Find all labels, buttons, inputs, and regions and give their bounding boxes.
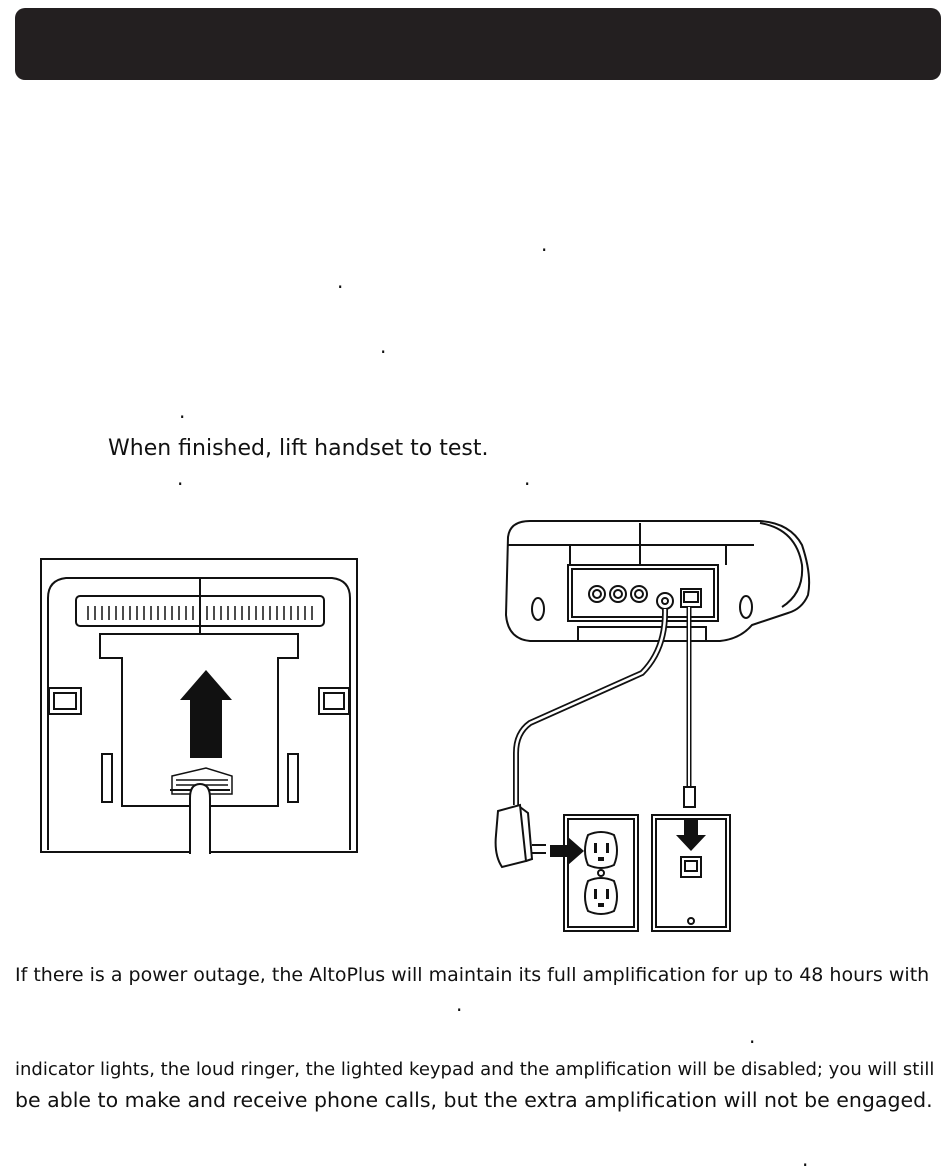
phone-connection-figure: [494, 520, 811, 932]
finish-instruction: When finished, lift handset to test.: [108, 436, 489, 461]
note-dot-1: .: [456, 992, 463, 1016]
handset-tab-figure: [40, 558, 358, 854]
power-note-line-3: be able to make and receive phone calls,…: [15, 1088, 933, 1112]
power-note-line-2: indicator lights, the loud ringer, the l…: [15, 1059, 935, 1080]
power-note-line-1: If there is a power outage, the AltoPlus…: [15, 964, 930, 986]
header-bar: [15, 8, 941, 80]
note-dot-2: .: [749, 1024, 756, 1048]
note-dot-3: .: [802, 1147, 809, 1171]
step-dot-4: .: [179, 399, 186, 423]
step-dot-3: .: [380, 334, 387, 358]
step-dot-6: .: [524, 466, 531, 490]
step-dot-5: .: [177, 466, 184, 490]
step-dot-2: .: [337, 269, 344, 293]
step-dot-1: .: [541, 232, 548, 256]
